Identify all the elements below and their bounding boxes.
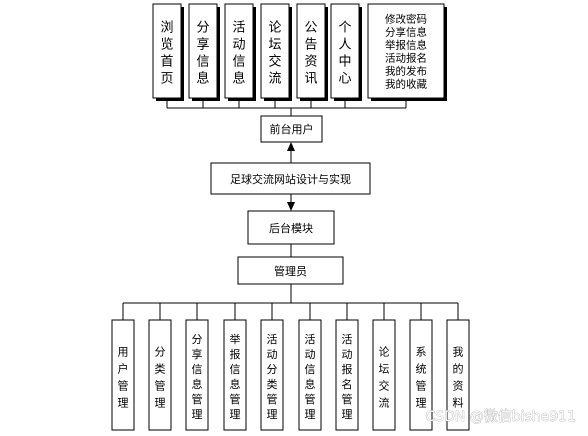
admin-module-user-mgmt: 用户管理 <box>111 319 135 431</box>
admin-module-share-mgmt: 分享信息管理 <box>185 319 209 431</box>
top-module-home-browse: 浏览首页 <box>152 3 184 101</box>
personal-center-items: 修改密码分享信息举报信息活动报名我的发布我的收藏 <box>385 13 427 91</box>
top-module-boxes: 浏览首页 分享信息 活动信息 论坛交流 公告资讯 个人中心 <box>152 3 447 101</box>
admin-module-boxes: 用户管理 分类管理 分享信息管理 举报信息管理 活动分类管理 活动信息管理 活动… <box>111 319 470 431</box>
top-module-label: 公告资讯 <box>304 20 317 86</box>
admin-module-label: 分享信息管理 <box>192 333 203 421</box>
admin-module-activity-category-mgmt: 活动分类管理 <box>260 319 284 431</box>
admin-module-label: 活动分类管理 <box>267 333 278 421</box>
admin-module-label: 活动报名管理 <box>342 333 353 421</box>
backend-module-label: 后台模块 <box>269 221 313 235</box>
top-module-label: 浏览首页 <box>160 19 173 86</box>
admin-module-category-mgmt: 分类管理 <box>148 319 172 431</box>
admin-module-forum: 论坛交流 <box>372 319 396 431</box>
personal-center-items-box: 修改密码分享信息举报信息活动报名我的发布我的收藏 <box>367 3 447 101</box>
admin-module-label: 我的资料 <box>453 345 464 409</box>
admin-module-activity-signup-mgmt: 活动报名管理 <box>335 319 359 431</box>
top-module-announcements: 公告资讯 <box>296 3 328 101</box>
frontend-user-box: 前台用户 <box>260 115 323 143</box>
admin-box: 管理员 <box>237 256 344 285</box>
admin-module-label: 活动信息管理 <box>305 333 316 421</box>
admin-module-label: 论坛交流 <box>379 344 390 409</box>
backend-module-box: 后台模块 <box>247 210 335 245</box>
system-title-label: 足球交流网站设计与实现 <box>230 172 351 186</box>
arrow-down-icon <box>287 202 295 211</box>
top-module-label: 活动信息 <box>232 20 245 86</box>
system-title-box: 足球交流网站设计与实现 <box>210 162 371 195</box>
bottom-connectors <box>122 284 459 320</box>
top-connectors <box>166 101 407 116</box>
admin-label: 管理员 <box>274 264 307 278</box>
admin-module-label: 分类管理 <box>155 345 166 409</box>
top-module-label: 个人中心 <box>338 20 351 86</box>
admin-module-label: 用户管理 <box>118 345 129 409</box>
admin-module-my-profile: 我的资料 <box>446 319 470 431</box>
top-module-label: 论坛交流 <box>268 20 281 86</box>
top-module-label: 分享信息 <box>196 20 209 86</box>
top-module-share-info: 分享信息 <box>188 3 220 101</box>
top-module-personal-center: 个人中心 <box>330 3 362 101</box>
admin-module-report-mgmt: 举报信息管理 <box>223 319 247 431</box>
admin-module-label: 系统管理 <box>416 345 427 409</box>
arrow-up-icon <box>287 142 295 151</box>
admin-module-label: 举报信息管理 <box>230 332 241 421</box>
frontend-user-label: 前台用户 <box>270 122 314 136</box>
top-module-forum: 论坛交流 <box>260 3 292 101</box>
admin-module-system-mgmt: 系统管理 <box>409 319 433 431</box>
admin-module-activity-info-mgmt: 活动信息管理 <box>298 319 322 431</box>
top-module-activity-info: 活动信息 <box>224 3 256 101</box>
csdn-watermark: CSDN @微信bishe911 <box>425 409 576 425</box>
